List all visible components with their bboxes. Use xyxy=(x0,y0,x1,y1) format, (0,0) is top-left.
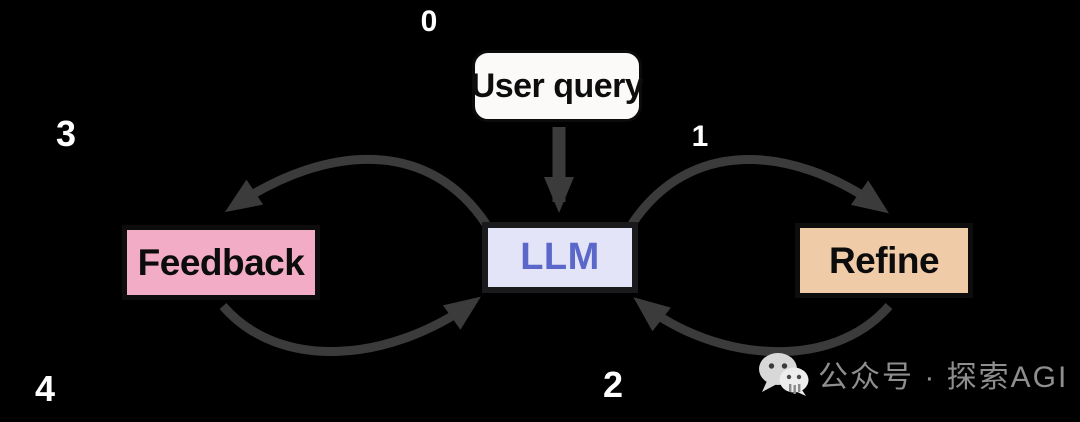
arrow-llm-to-refine xyxy=(628,155,889,227)
watermark: 公众号 · 探索AGI xyxy=(758,352,1068,396)
step-label-4: 4 xyxy=(34,368,56,409)
step-label-2: 2 xyxy=(602,364,624,405)
feedback-node: Feedback xyxy=(122,225,320,300)
user-query-node: User query xyxy=(471,50,644,122)
step-label-3: 3 xyxy=(55,113,77,154)
arrow-refine-to-llm xyxy=(633,297,893,356)
llm-node: LLM xyxy=(482,222,638,293)
refine-node: Refine xyxy=(795,223,973,298)
step-label-1: 1 xyxy=(691,120,709,153)
arrow-llm-to-feedback xyxy=(224,155,490,227)
watermark-text: 公众号 · 探索AGI xyxy=(818,361,1069,394)
wechat-icon xyxy=(759,353,809,396)
arrow-feedback-to-llm xyxy=(219,296,481,356)
step-label-0: 0 xyxy=(420,5,438,38)
